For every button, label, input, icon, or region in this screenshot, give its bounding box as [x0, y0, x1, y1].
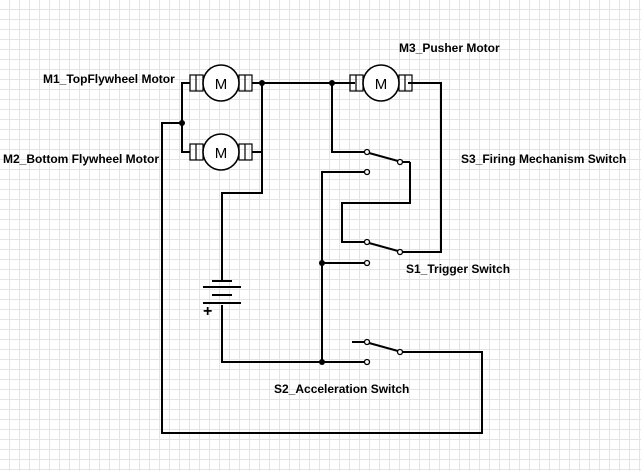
label-s3: S3_Firing Mechanism Switch [461, 152, 627, 166]
label-m2: M2_Bottom Flywheel Motor [3, 152, 160, 166]
motor-m2: M [189, 133, 253, 171]
switch-s3 [363, 148, 410, 176]
wire-battery-pos [221, 305, 367, 363]
motor-symbol: M [215, 76, 228, 93]
wire-to-s3 [331, 83, 367, 153]
wire-vertical-bus [321, 171, 367, 362]
wire-motors-right [252, 82, 263, 153]
switch-lever [368, 152, 399, 162]
label-m1: M1_TopFlywheel Motor [43, 72, 175, 86]
switch-lever [368, 342, 399, 352]
motor-m1: M [189, 64, 253, 102]
motor-body [202, 64, 240, 102]
label-s2: S2_Acceleration Switch [274, 382, 410, 396]
battery-plus-sign: + [203, 303, 213, 320]
junctions [179, 80, 335, 365]
motor-body [362, 64, 400, 102]
wire-s3-to-s1 [341, 162, 411, 243]
wire-outer-loop [161, 122, 483, 434]
motor-m3: M [349, 64, 413, 102]
wires [161, 82, 483, 434]
junction-dot [319, 260, 325, 266]
battery [203, 280, 241, 304]
switch-lever [368, 242, 399, 252]
label-m3: M3_Pusher Motor [399, 41, 500, 55]
motor-body [202, 133, 240, 171]
label-s1: S1_Trigger Switch [406, 262, 511, 276]
motor-symbol: M [215, 145, 228, 162]
wire-motors-left [181, 82, 190, 153]
junction-dot [179, 120, 185, 126]
switch-s2 [363, 338, 404, 366]
wire-m3-to-s1 [400, 82, 442, 253]
junction-dot [319, 359, 325, 365]
wire-to-battery-neg [221, 152, 263, 281]
switch-s1 [363, 238, 404, 267]
motor-symbol: M [375, 76, 388, 93]
junction-dot [329, 80, 335, 86]
junction-dot [259, 80, 265, 86]
